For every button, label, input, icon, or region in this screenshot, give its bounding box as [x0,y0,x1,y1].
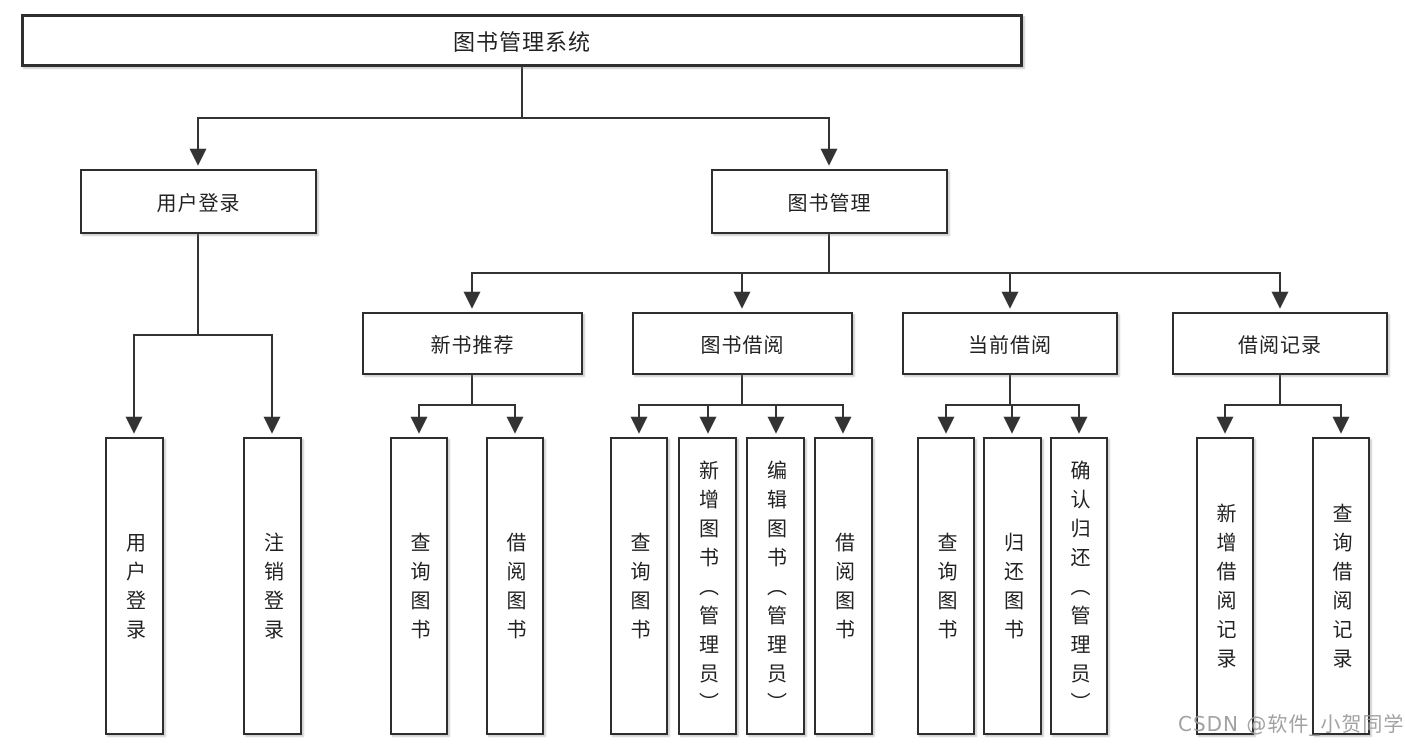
node-new-book-recommendation: 新书推荐 [362,312,583,375]
csdn-watermark: CSDN @软件_小贺同学 [1178,712,1405,736]
node-user-login: 用户登录 [80,169,317,234]
leaf-add-borrow-record: 新增借阅记录 [1196,437,1254,735]
leaf-borrow-book-borrowing: 借阅图书 [814,437,873,735]
leaf-label: 查询图书 [627,532,651,648]
node-label: 图书管理系统 [452,30,591,56]
node-label: 图书借阅 [700,333,785,357]
leaf-label: 查询图书 [934,532,958,648]
node-label: 当前借阅 [968,333,1052,357]
node-book-borrowing: 图书借阅 [632,312,853,375]
leaf-logout: 注销登录 [243,437,302,735]
node-label: 图书管理 [787,191,872,215]
node-label: 用户登录 [156,191,241,215]
leaf-label: 归还图书 [1000,532,1025,648]
leaf-label: 借阅图书 [503,532,527,648]
leaf-return-book: 归还图书 [983,437,1042,735]
node-library-management-system: 图书管理系统 [21,14,1023,67]
leaf-user-login: 用户登录 [105,437,164,735]
leaf-query-book-recommend: 查询图书 [390,437,448,735]
node-label: 借阅记录 [1238,333,1322,357]
leaf-add-book-admin: 新增图书（管理员） [678,437,737,735]
leaf-label: 查询图书 [407,532,431,648]
leaf-label: 编辑图书（管理员） [763,459,788,721]
leaf-confirm-return-admin: 确认归还（管理员） [1050,437,1108,735]
leaf-label: 新增图书（管理员） [695,459,720,721]
node-current-borrowing: 当前借阅 [902,312,1118,375]
leaf-label: 借阅图书 [831,532,856,648]
leaf-label: 确认归还（管理员） [1067,459,1091,721]
leaf-label: 用户登录 [122,532,147,648]
leaf-borrow-book-recommend: 借阅图书 [486,437,544,735]
node-borrowing-records: 借阅记录 [1172,312,1388,375]
leaf-label: 新增借阅记录 [1213,503,1237,677]
leaf-label: 注销登录 [260,532,285,648]
leaf-edit-book-admin: 编辑图书（管理员） [746,437,805,735]
leaf-query-borrow-record: 查询借阅记录 [1312,437,1370,735]
node-book-management: 图书管理 [711,169,948,234]
node-label: 新书推荐 [430,333,515,357]
leaf-label: 查询借阅记录 [1329,503,1353,677]
leaf-query-book-borrowing: 查询图书 [610,437,668,735]
leaf-query-book-current: 查询图书 [917,437,975,735]
